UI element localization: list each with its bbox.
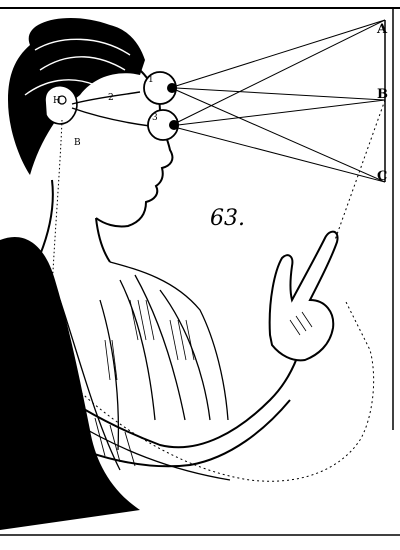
eye-lower-pupil: [169, 120, 179, 130]
eye-upper-pupil: [167, 83, 177, 93]
light-rays: [175, 19, 386, 183]
neck: [39, 179, 111, 263]
optic-nerves: [71, 91, 151, 127]
drapery: [59, 261, 231, 481]
brain-chamber: [44, 84, 78, 125]
brain-mark-b: B: [74, 138, 81, 148]
point-a-label: A: [376, 22, 388, 37]
point-c-label: C: [377, 169, 387, 184]
hair: [8, 17, 145, 175]
brain-mark-h: H: [53, 96, 61, 106]
drapery-hatching: [104, 299, 195, 381]
eye-mark-3: 3: [152, 113, 158, 123]
arm-hatching: [79, 409, 136, 467]
pineal-gland: [57, 95, 67, 105]
dotted-arm-outline: [49, 299, 375, 482]
eye-mark-1: 1: [148, 75, 154, 85]
spinal-nerve: [51, 119, 71, 421]
hand: [268, 230, 339, 362]
hand-hatching: [289, 311, 313, 336]
arm: [39, 329, 306, 468]
figure-number: 63.: [210, 206, 245, 231]
hair-strands: [24, 38, 131, 96]
eye-mark-2: 2: [108, 93, 114, 103]
point-b-label: B: [377, 87, 388, 102]
torso-shadow: [0, 236, 140, 531]
